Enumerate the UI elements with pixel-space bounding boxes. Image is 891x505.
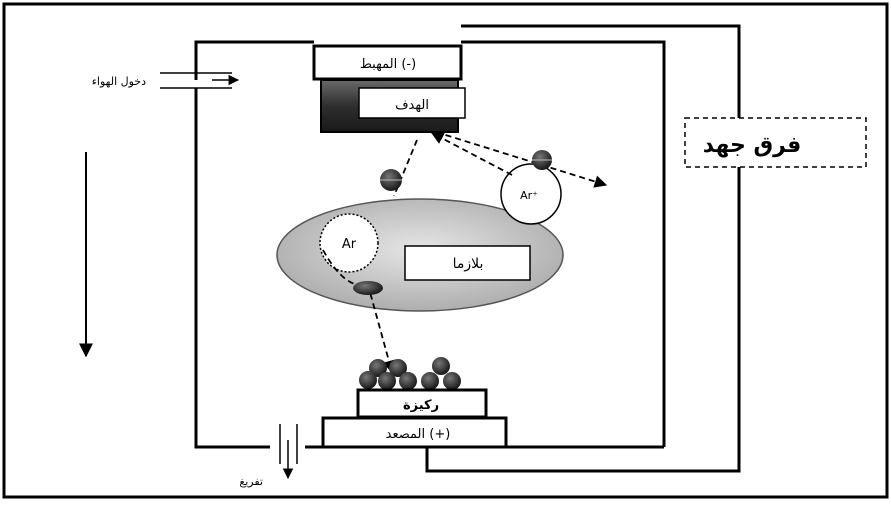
exhaust-pipe [279, 424, 298, 480]
exhaust-label: تفريغ [239, 475, 263, 488]
sputtered-particles [353, 150, 552, 295]
plasma-label-box [404, 245, 531, 281]
ar-atom-label: Ar [342, 237, 357, 252]
cathode-label: المهبط (-) [360, 57, 416, 72]
plasma-label: بلازما [453, 256, 484, 272]
voltage-label: فرق جهد [703, 133, 802, 158]
target-label-box [358, 87, 466, 119]
voltage-circuit-wire [425, 24, 741, 473]
outer-border [2, 2, 889, 499]
ar-ion-label: Ar⁺ [520, 189, 538, 202]
trajectory-ion-to-target [430, 132, 513, 176]
anode-plate [321, 416, 508, 449]
air-inlet-label: دخول الهواء [92, 75, 146, 88]
ar-atom [319, 213, 379, 273]
target-label: الهدف [395, 98, 429, 113]
deposited-film [359, 357, 461, 390]
substrate-label: ركيزة [403, 398, 439, 413]
air-inlet-pipe [160, 72, 240, 89]
voltage-box [684, 117, 867, 168]
cathode-plate [312, 44, 463, 81]
ar-ion [500, 163, 562, 225]
particle [353, 281, 383, 295]
substrate [356, 388, 488, 419]
vacuum-chamber [194, 40, 666, 449]
anode-label: المصعد (+) [386, 427, 451, 442]
